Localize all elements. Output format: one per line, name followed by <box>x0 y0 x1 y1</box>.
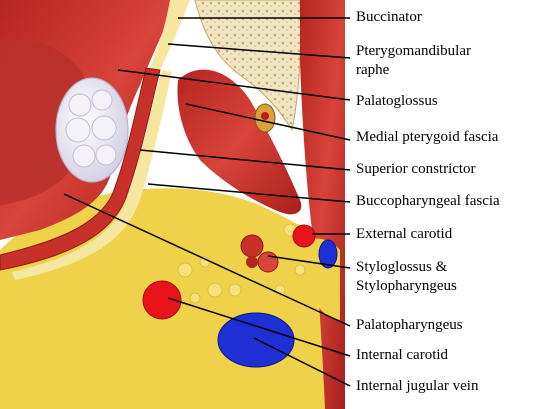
label-palatoglossus: Palatoglossus <box>356 93 438 109</box>
label-pterygomandibular-line1: Pterygomandibular <box>356 43 471 59</box>
label-palatopharyngeus: Palatopharyngeus <box>356 317 463 333</box>
leader-medial-pterygoid <box>185 103 351 141</box>
label-styloglossus-line2: Stylopharyngeus <box>356 278 457 294</box>
label-pterygomandibular-line2: raphe <box>356 62 390 78</box>
label-buccopharyngeal-fascia: Buccopharyngeal fascia <box>356 193 500 209</box>
medial-pterygoid-muscle <box>177 69 302 215</box>
label-styloglossus-line1: Styloglossus & <box>356 259 448 275</box>
leader-internal-jugular <box>253 337 351 387</box>
leader-palatoglossus <box>117 69 351 101</box>
lymph-nodules <box>177 223 306 304</box>
label-superior-constrictor: Superior constrictor <box>356 161 476 177</box>
label-external-carotid: External carotid <box>356 226 453 242</box>
leader-buccopharyngeal <box>147 183 351 203</box>
internal-jugular-vein-shape <box>217 312 295 368</box>
label-internal-jugular-vein: Internal jugular vein <box>356 378 479 394</box>
leader-superior-constrictor <box>139 149 351 171</box>
leader-pterygomandibular <box>167 43 351 59</box>
leader-lines <box>63 17 351 387</box>
mandibular-canal <box>254 103 276 133</box>
leader-palatopharyngeus <box>63 193 351 327</box>
palatine-tonsil <box>55 77 129 183</box>
internal-carotid-artery <box>142 280 182 320</box>
retromandibular-vein <box>318 239 338 269</box>
label-internal-carotid: Internal carotid <box>356 347 449 363</box>
external-carotid-artery <box>292 224 316 248</box>
label-styloglossus-stylopharyngeus: Styloglossus & Stylopharyngeus <box>356 258 457 296</box>
label-medial-pterygoid-fascia: Medial pterygoid fascia <box>356 129 499 145</box>
superior-constrictor-band <box>0 67 161 271</box>
buccopharyngeal-fascia-band <box>12 70 172 280</box>
styloglossus-stylopharyngeus <box>240 234 279 273</box>
label-buccinator: Buccinator <box>356 9 422 25</box>
leader-styloglossus <box>267 255 351 269</box>
label-pterygomandibular-raphe: Pterygomandibular raphe <box>356 42 471 80</box>
leader-internal-carotid <box>167 297 351 357</box>
